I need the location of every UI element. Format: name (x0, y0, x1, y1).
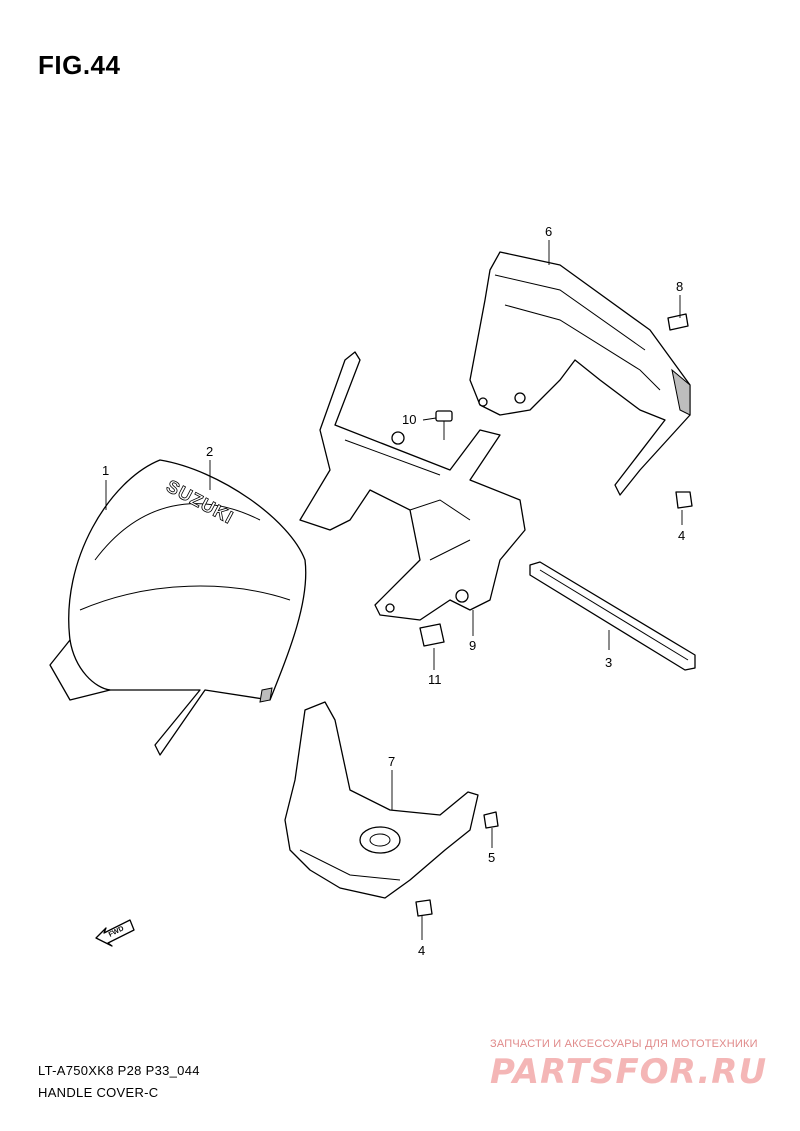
callout-1: 1 (102, 463, 109, 478)
callout-9: 9 (469, 638, 476, 653)
callout-6: 6 (545, 224, 552, 239)
part-6-upper-cover[interactable] (469, 251, 691, 496)
part-4-clip-upper[interactable] (675, 491, 693, 509)
part-4-clip-lower[interactable] (415, 899, 433, 917)
watermark-brand: PARTSFOR.RU (490, 1052, 768, 1092)
callout-3: 3 (605, 655, 612, 670)
part-10-bolt[interactable] (435, 410, 453, 440)
callout-4-lower: 4 (418, 943, 425, 958)
watermark-tagline: ЗАПЧАСТИ И АКСЕССУАРЫ ДЛЯ МОТОТЕХНИКИ (490, 1038, 758, 1050)
figure-title: FIG.44 (38, 50, 121, 80)
callout-5: 5 (488, 850, 495, 865)
callout-10: 10 (402, 412, 416, 427)
part-1-handle-cover[interactable] (49, 459, 307, 756)
part-9-bracket[interactable] (299, 351, 526, 621)
leader-lines (105, 240, 683, 940)
part-8-screw[interactable] (667, 313, 689, 331)
callout-numbers: 1 2 3 4 4 5 6 7 8 9 10 11 (102, 224, 685, 958)
part-7-lower-cover[interactable] (284, 701, 479, 899)
part-11-grommet[interactable] (419, 623, 445, 647)
model-code: LT-A750XK8 P28 P33_044 (38, 1063, 200, 1078)
callout-8: 8 (676, 279, 683, 294)
fwd-arrow: FWD (95, 919, 135, 947)
callout-2: 2 (206, 444, 213, 459)
callout-7: 7 (388, 754, 395, 769)
callout-11: 11 (428, 672, 442, 687)
figure-caption: HANDLE COVER-C (38, 1085, 159, 1100)
part-3-seal[interactable] (529, 561, 696, 671)
part-5-screw[interactable] (483, 811, 499, 829)
callout-4-upper: 4 (678, 528, 685, 543)
